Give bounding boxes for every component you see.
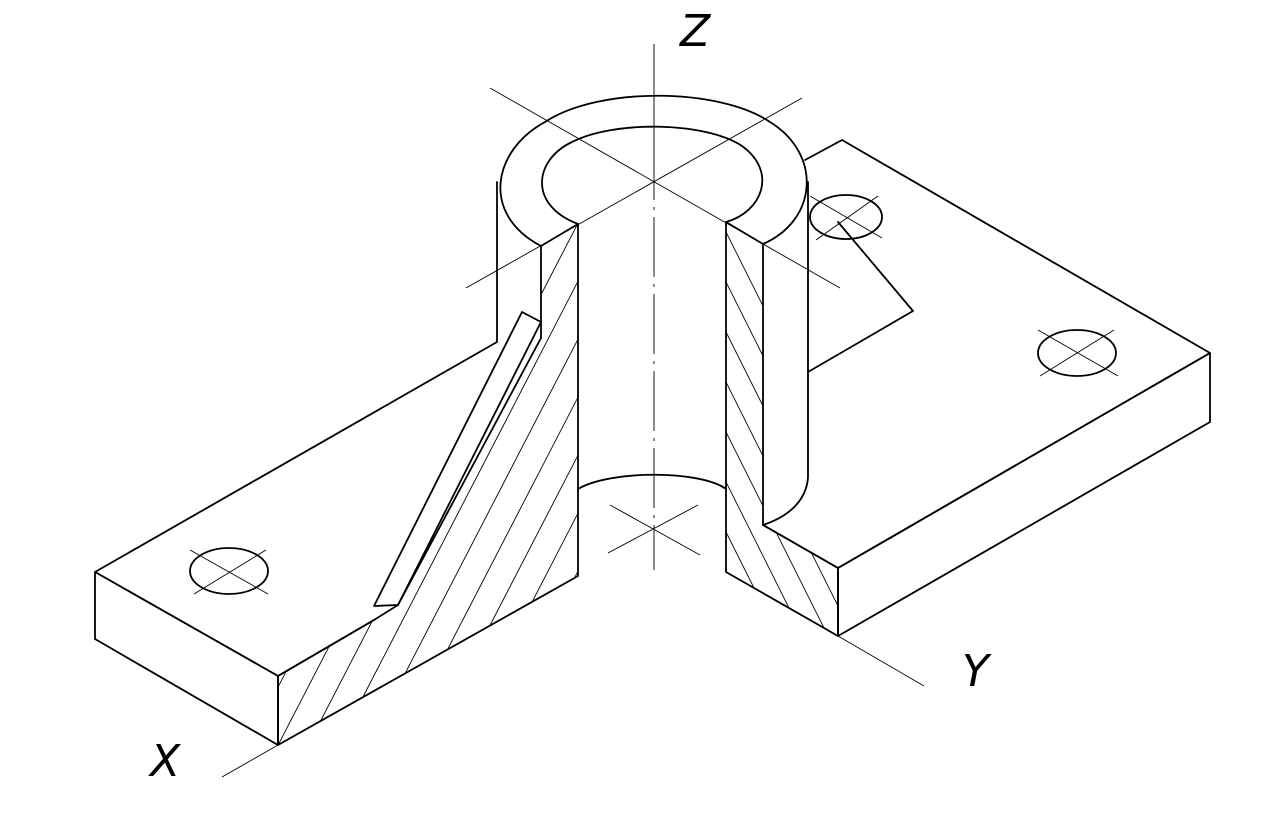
top-center-mark-b bbox=[465, 97, 803, 289]
center-lines bbox=[221, 44, 925, 778]
left-section-cut bbox=[277, 223, 579, 746]
left-mounting-hole bbox=[189, 547, 269, 595]
left-base-plate bbox=[94, 341, 498, 746]
right-section-hatching bbox=[726, 222, 838, 636]
bore-bottom-arc bbox=[577, 473, 727, 490]
top-center-mark-a bbox=[489, 87, 841, 289]
bottom-center-mark-a bbox=[609, 504, 701, 556]
right-section-cut bbox=[725, 221, 839, 637]
bottom-center-mark-b bbox=[607, 504, 699, 554]
boss-outer-right-generatrix bbox=[762, 181, 809, 526]
left-section-hatching bbox=[278, 224, 578, 745]
x-axis-label: X bbox=[148, 736, 181, 787]
left-plate-front-face bbox=[94, 571, 279, 746]
right-hole-center-marks bbox=[809, 195, 1119, 377]
y-axis-line bbox=[837, 635, 925, 687]
cylindrical-boss bbox=[496, 94, 809, 526]
right-plate-side-face bbox=[837, 352, 1211, 637]
right-base-plate bbox=[762, 139, 1211, 637]
left-hole-center-marks bbox=[189, 549, 269, 595]
y-axis-label: Y bbox=[962, 646, 992, 697]
right-section-outline bbox=[725, 221, 839, 637]
right-plate-inner-edge bbox=[807, 221, 914, 373]
boss-outer-top-arc bbox=[499, 94, 808, 247]
right-mounting-hole-near bbox=[1037, 329, 1117, 377]
z-axis-label: Z bbox=[679, 6, 711, 57]
right-mounting-hole-far bbox=[809, 194, 883, 240]
boss-inner-bore-arc bbox=[541, 125, 764, 225]
x-axis-line bbox=[221, 744, 279, 778]
